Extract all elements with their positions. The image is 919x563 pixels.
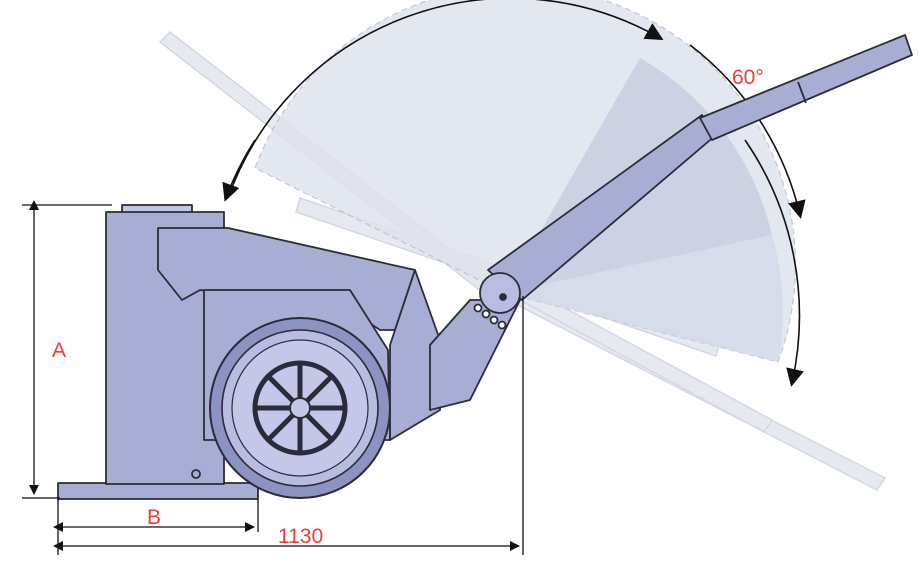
wheel [209,317,391,499]
rotation-arc-start-arrow [222,139,256,202]
chassis-front [389,269,441,441]
handle-pivot [479,272,521,314]
base-width-label-b: B [147,506,161,529]
handle-joint-line [797,81,807,104]
handle-extension [699,34,913,141]
rotation-arc-outer [227,0,664,199]
adjust-hole-4 [497,320,507,330]
handle-socket [429,299,521,411]
wheel-hub [289,397,311,419]
drain-screw [191,469,201,479]
adjust-hole-2 [481,309,491,319]
adjust-hole-1 [473,303,483,313]
handle-pivot-pin [499,293,507,301]
sweep-sector-lower [505,235,783,362]
adjust-hole-3 [489,315,499,325]
rotation-arc-right-lower [744,139,804,387]
overall-length-label: 1130 [278,525,323,548]
dimensions [22,200,524,555]
height-label-a: A [52,339,66,362]
angle-label: 60° [732,66,764,89]
base-plate [57,482,259,500]
